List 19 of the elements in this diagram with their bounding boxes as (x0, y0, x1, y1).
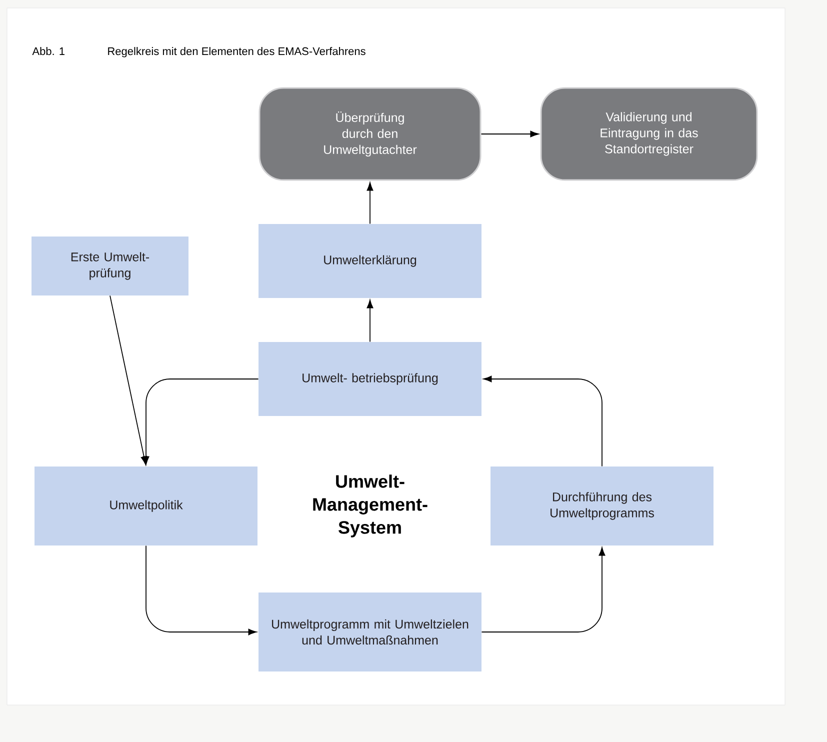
arrow (480, 130, 539, 138)
title: Regelkreis mit den Elementen des EMAS-Verfahrens (108, 47, 366, 58)
process-box: Durchführung des Umweltprogramms (490, 466, 714, 546)
arrow (481, 547, 606, 632)
rounded-box: Validierung und Eintragung in das Standortregister (540, 87, 758, 181)
process-box: Umwelterklärung (258, 224, 482, 298)
figure-number: Abb. 1 (32, 47, 64, 56)
arrow (142, 378, 259, 465)
center-label: Umwelt- Management- System (313, 474, 428, 538)
process-box: Umweltpolitik (34, 466, 258, 546)
process-box: Umwelt- betriebsprüfung (258, 342, 482, 416)
process-box: Erste Umwelt- prüfung (32, 236, 188, 296)
arrow (366, 300, 374, 342)
arrow (483, 376, 602, 467)
process-box: Umweltprogramm mit Umweltzielen und Umweltmaßnahmen (258, 592, 482, 672)
arrow (366, 182, 374, 224)
rounded-box: Überprüfung durch den Umweltgutachter (258, 87, 482, 181)
arrow (110, 295, 148, 465)
arrow (146, 545, 257, 636)
